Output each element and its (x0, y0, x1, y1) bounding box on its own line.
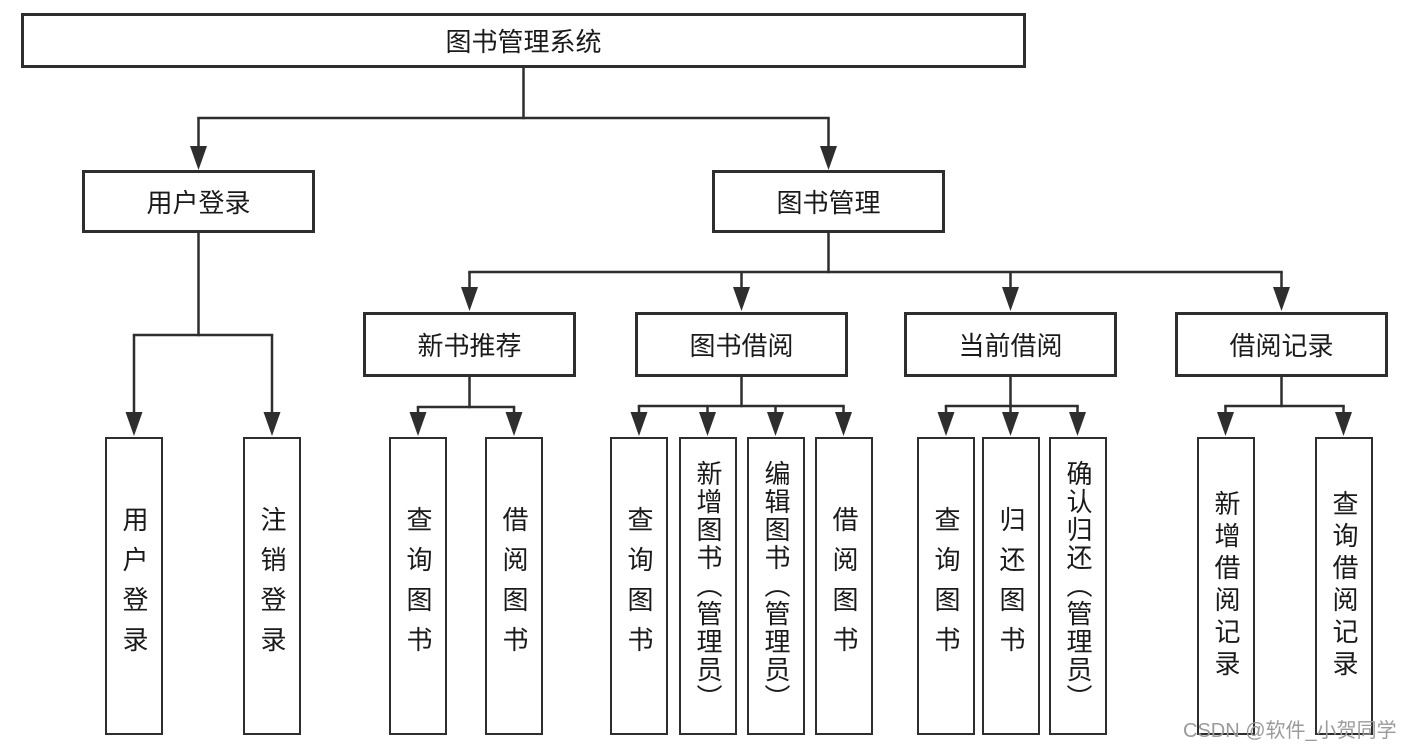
node-label: 新增图书（管理员） (693, 460, 723, 712)
node-label: 确认归还（管理员） (1063, 460, 1093, 712)
leaf-borrowing-query-books: 查询图书 (610, 437, 668, 735)
node-label: 借阅记录 (1229, 331, 1334, 361)
leaf-records-query-record: 查询借阅记录 (1315, 437, 1373, 735)
node-label: 用户登录 (146, 188, 251, 218)
node-current-borrowing: 当前借阅 (904, 312, 1117, 377)
node-label: 借阅图书 (499, 506, 529, 666)
node-label: 归还图书 (996, 506, 1026, 666)
node-label: 查询图书 (403, 506, 433, 666)
node-borrowing-records: 借阅记录 (1175, 312, 1388, 377)
node-label: 注销登录 (257, 506, 287, 666)
node-label: 查询图书 (624, 506, 654, 666)
node-label: 新增借阅记录 (1211, 490, 1241, 682)
node-label: 图书借阅 (689, 331, 794, 361)
node-label: 查询借阅记录 (1329, 490, 1359, 682)
node-label: 图书管理 (776, 188, 881, 218)
leaf-records-add-record: 新增借阅记录 (1197, 437, 1255, 735)
node-label: 借阅图书 (829, 506, 859, 666)
leaf-user-login: 用户登录 (105, 437, 163, 735)
leaf-newbook-borrow-books: 借阅图书 (485, 437, 543, 735)
node-label: 编辑图书（管理员） (761, 460, 791, 712)
node-label: 图书管理系统 (445, 27, 602, 57)
leaf-borrowing-add-books-admin: 新增图书（管理员） (679, 437, 737, 735)
watermark-text: CSDN @软件_小贺同学 (1183, 720, 1397, 742)
node-label: 新书推荐 (417, 331, 522, 361)
node-root: 图书管理系统 (21, 13, 1026, 68)
leaf-newbook-query-books: 查询图书 (389, 437, 447, 735)
leaf-current-confirm-return-admin: 确认归还（管理员） (1049, 437, 1107, 735)
node-user-login: 用户登录 (82, 170, 315, 233)
arrowhead-icons (125, 146, 1352, 436)
node-label: 查询图书 (931, 506, 961, 666)
leaf-borrowing-borrow-books: 借阅图书 (815, 437, 873, 735)
node-new-book-recommend: 新书推荐 (363, 312, 576, 377)
node-label: 当前借阅 (958, 331, 1063, 361)
leaf-current-return-books: 归还图书 (982, 437, 1040, 735)
leaf-current-query-books: 查询图书 (917, 437, 975, 735)
leaf-logout: 注销登录 (243, 437, 301, 735)
node-book-management: 图书管理 (712, 170, 945, 233)
node-book-borrowing: 图书借阅 (635, 312, 848, 377)
node-label: 用户登录 (119, 506, 149, 666)
leaf-borrowing-edit-books-admin: 编辑图书（管理员） (747, 437, 805, 735)
